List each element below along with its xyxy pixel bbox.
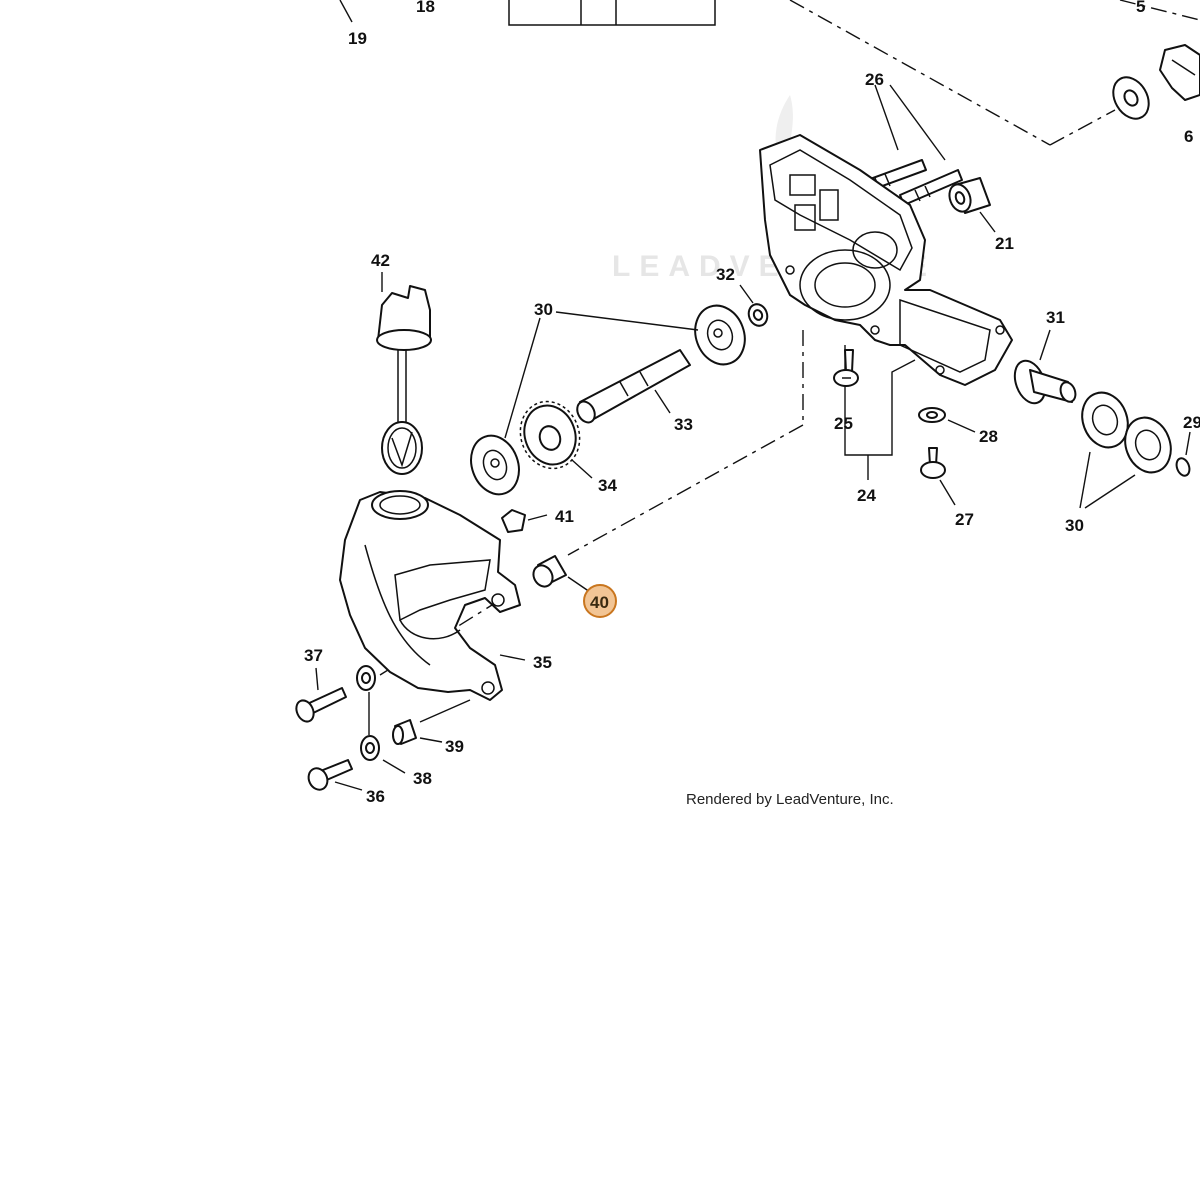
callout-19[interactable]: 19 — [348, 29, 367, 48]
callout-27[interactable]: 27 — [955, 510, 974, 529]
part-30-bearing-lower — [470, 311, 699, 496]
part-29-clip — [1175, 431, 1191, 477]
callout-29[interactable]: 29 — [1183, 413, 1200, 432]
top-box-part — [339, 0, 716, 26]
part-35-lower-housing — [339, 490, 526, 701]
credit-text: Rendered by LeadVenture, Inc. — [686, 791, 894, 808]
part-37-bolt — [295, 667, 347, 723]
callout-26[interactable]: 26 — [865, 70, 884, 89]
part-39-sleeve — [392, 699, 471, 745]
part-5-washer — [1112, 76, 1150, 120]
callout-31[interactable]: 31 — [1046, 308, 1065, 327]
callout-28[interactable]: 28 — [979, 427, 998, 446]
callout-24[interactable]: 24 — [857, 486, 876, 505]
callout-34[interactable]: 34 — [598, 476, 617, 495]
callout-32[interactable]: 32 — [716, 265, 735, 284]
part-28-washer — [918, 407, 976, 433]
callout-36[interactable]: 36 — [366, 787, 385, 806]
part-40-bushing — [532, 555, 591, 593]
part-30-bearings-right — [1079, 391, 1172, 509]
callout-35[interactable]: 35 — [533, 653, 552, 672]
part-36-bolt — [307, 759, 363, 791]
part-27-screw — [920, 447, 956, 506]
part-34-gear — [519, 400, 593, 479]
callout-40[interactable]: 40 — [590, 593, 609, 612]
callout-39[interactable]: 39 — [445, 737, 464, 756]
callout-25[interactable]: 25 — [834, 414, 853, 433]
callout-38[interactable]: 38 — [413, 769, 432, 788]
callout-33[interactable]: 33 — [674, 415, 693, 434]
part-32-ring — [739, 284, 769, 327]
callout-labels: 19 18 5 6 26 21 42 32 30 31 29 33 25 28 … — [304, 0, 1200, 806]
callout-18[interactable]: 18 — [416, 0, 435, 16]
callout-30-upper[interactable]: 30 — [534, 300, 553, 319]
highlight-badge[interactable] — [583, 584, 617, 618]
callout-41[interactable]: 41 — [555, 507, 574, 526]
callout-6[interactable]: 6 — [1184, 127, 1193, 146]
part-24-housing — [759, 134, 1013, 480]
callout-42[interactable]: 42 — [371, 251, 390, 270]
callout-5[interactable]: 5 — [1136, 0, 1145, 16]
part-25-screw — [833, 349, 859, 387]
part-38-washers — [356, 665, 406, 774]
part-33-shaft — [576, 349, 691, 424]
part-31-pinion — [1013, 329, 1077, 405]
part-6-nut — [1159, 44, 1200, 101]
part-21-bushing — [948, 177, 996, 233]
callout-37[interactable]: 37 — [304, 646, 323, 665]
callout-21[interactable]: 21 — [995, 234, 1014, 253]
part-42-cap — [376, 272, 432, 475]
part-41-plug — [501, 509, 548, 533]
callout-30-right[interactable]: 30 — [1065, 516, 1084, 535]
part-30-bearing-upper — [694, 304, 746, 366]
